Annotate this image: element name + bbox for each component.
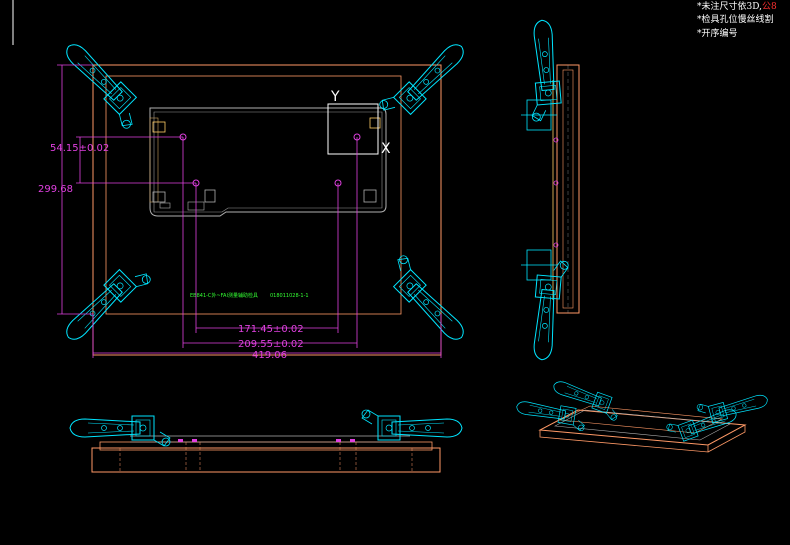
side-view <box>521 18 580 362</box>
axis-y-label: Y <box>330 89 340 105</box>
clamp-tl <box>55 37 149 131</box>
iso-view <box>514 376 770 453</box>
note-line-1: *未注尺寸依3D,公8 <box>697 0 777 12</box>
pocket-bm <box>204 189 216 203</box>
axis-box <box>327 103 379 155</box>
note-line-2: *检具孔位慢丝线割 <box>697 13 774 25</box>
base-plate-inner <box>105 75 402 315</box>
pocket-bl <box>152 191 166 203</box>
part-inner <box>153 111 383 213</box>
pocket-tr <box>369 117 381 129</box>
pocket-br <box>363 189 377 203</box>
axis-x-label: X <box>381 141 391 157</box>
dim-209-55: 209.55±0.02 <box>238 339 304 350</box>
side-clamp-bottom <box>529 258 570 362</box>
part-number: 018011028-1-1 <box>270 293 309 299</box>
dimension-lines <box>57 64 442 358</box>
note-line-3: *开序编号 <box>697 27 738 39</box>
iso-clamp-2 <box>549 376 623 422</box>
top-view: Y X EB841-C外~FAI测量辅助检具 018011028-1-1 <box>38 33 475 361</box>
dim-419-06: 419.06 <box>252 350 287 361</box>
dim-299-68: 299.68 <box>38 184 73 195</box>
part-outline <box>149 107 387 217</box>
dim-54-15: 54.15±0.02 <box>50 143 109 154</box>
dim-171-45: 171.45±0.02 <box>238 324 304 335</box>
iso-clamp-4 <box>696 386 770 426</box>
front-view <box>69 409 463 473</box>
front-clamp-left <box>69 415 171 447</box>
pocket-tl <box>152 121 166 133</box>
front-clamp-right <box>361 409 463 441</box>
clamp-br <box>381 253 475 347</box>
base-plate-outer <box>92 64 442 356</box>
part-label: EB841-C外~FAI测量辅助检具 <box>190 292 258 299</box>
clamp-tr <box>377 33 471 127</box>
